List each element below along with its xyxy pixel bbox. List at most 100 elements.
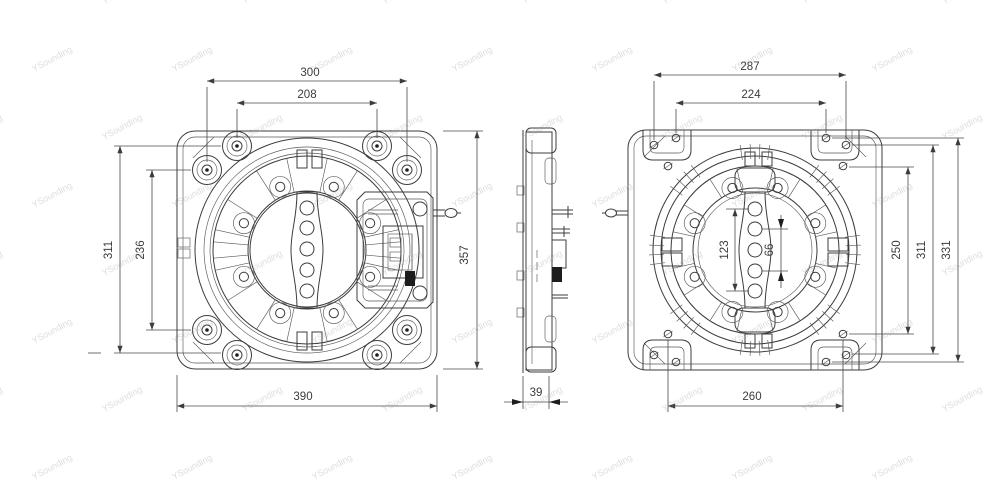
dim-label: 331 xyxy=(941,240,953,259)
slot-dividers xyxy=(672,167,838,333)
ring-hatch xyxy=(649,144,861,356)
corner-tab-bottom-right xyxy=(810,339,860,370)
mounting-boss xyxy=(362,340,392,370)
vent-slot xyxy=(744,151,756,167)
screw-hole xyxy=(683,212,706,235)
screw-hole xyxy=(766,177,789,199)
side-body xyxy=(525,131,553,371)
dim-260: 260 xyxy=(667,340,844,412)
vent-slot xyxy=(296,331,308,351)
edge-notch xyxy=(177,248,191,259)
dim-label: 311 xyxy=(916,241,928,259)
corner-accent xyxy=(192,136,215,159)
dim-label: 224 xyxy=(741,89,761,101)
basket-ring xyxy=(203,146,411,354)
side-view xyxy=(516,127,573,373)
plate-hole xyxy=(663,161,673,171)
vent-slot xyxy=(827,252,849,267)
corner-accent xyxy=(643,342,666,365)
center-bar xyxy=(738,191,772,309)
dim-39: 39 xyxy=(504,376,568,409)
bar-hole xyxy=(747,242,763,258)
edge-notch xyxy=(177,237,191,248)
dim-287: 287 xyxy=(653,61,847,140)
corner-tab-top-left xyxy=(642,130,692,161)
dim-300: 300 xyxy=(206,67,408,162)
vent-slot xyxy=(827,237,849,252)
dim-66: 66 xyxy=(762,215,788,288)
basket-ring xyxy=(209,152,405,348)
bar-hole xyxy=(299,241,315,257)
plate-hole xyxy=(838,161,848,171)
vent-slot xyxy=(311,331,323,351)
vent-slot xyxy=(311,149,323,169)
mounting-boss xyxy=(392,315,422,345)
basket-outer-ring xyxy=(194,137,420,363)
dim-label: 390 xyxy=(293,391,312,403)
ring-inner xyxy=(660,155,850,345)
mounting-boss xyxy=(192,315,222,345)
side-terminal xyxy=(551,206,573,299)
slot-band-outer xyxy=(670,165,840,335)
back-inner-outline xyxy=(633,135,877,365)
screw-hole xyxy=(721,177,744,199)
dim-label: 287 xyxy=(740,61,759,73)
dim-357: 357 xyxy=(443,130,483,370)
screw-hole xyxy=(683,265,706,288)
screw-hole xyxy=(721,301,744,323)
corner-tab-bottom-left xyxy=(642,339,692,370)
screw-hole xyxy=(232,265,255,288)
side-lug xyxy=(516,185,525,196)
bar-hole xyxy=(299,262,315,278)
dim-390: 390 xyxy=(176,375,438,412)
dim-label: 208 xyxy=(297,89,316,101)
dim-311-back: 311 xyxy=(852,144,939,355)
side-lug xyxy=(516,270,525,281)
center-bar xyxy=(290,191,324,309)
bar-hole xyxy=(747,263,763,279)
terminal-block xyxy=(382,225,424,279)
corner-accent xyxy=(844,135,867,158)
screw-hole xyxy=(804,212,827,235)
dim-208: 208 xyxy=(236,89,378,138)
side-lug xyxy=(516,307,525,318)
terminal-pin xyxy=(602,208,628,218)
dim-label: 66 xyxy=(764,244,776,257)
dim-331: 331 xyxy=(832,137,964,363)
screw-hole xyxy=(804,265,827,288)
front-outline xyxy=(176,130,438,370)
bar-hole xyxy=(299,200,315,216)
front-dimensions: 300 208 311 236 357 xyxy=(88,67,483,412)
vent-slot xyxy=(744,333,756,349)
dim-311: 311 xyxy=(88,145,221,354)
dim-224: 224 xyxy=(675,89,827,133)
dim-236: 236 xyxy=(135,169,191,331)
back-dimensions: 287 224 123 66 250 xyxy=(653,61,964,412)
side-bottom-tab xyxy=(544,315,557,343)
side-bottom-flange xyxy=(525,346,557,373)
side-top-flange xyxy=(525,127,557,154)
corner-accent xyxy=(844,342,867,365)
mounting-boss xyxy=(222,340,252,370)
plate-hole xyxy=(838,329,848,339)
bar-hole xyxy=(747,283,763,299)
bar-hole xyxy=(747,221,763,237)
dim-label: 357 xyxy=(459,245,471,264)
vent-slot xyxy=(296,149,308,169)
connector-bracket xyxy=(356,191,434,309)
dim-label: 300 xyxy=(300,67,319,79)
slot-band-inner xyxy=(692,187,818,313)
dim-label: 250 xyxy=(891,240,903,259)
dome-outline xyxy=(697,192,813,308)
side-top-tab xyxy=(544,157,557,185)
front-view xyxy=(176,130,461,370)
corner-accent xyxy=(192,341,215,364)
front-inner-outline xyxy=(182,136,432,364)
vent-slot xyxy=(761,333,773,349)
vent-slot xyxy=(661,252,683,267)
window-band-inner xyxy=(247,190,367,310)
vent-slot xyxy=(761,151,773,167)
corner-tab-top-right xyxy=(810,130,860,161)
dim-label: 39 xyxy=(530,387,543,399)
